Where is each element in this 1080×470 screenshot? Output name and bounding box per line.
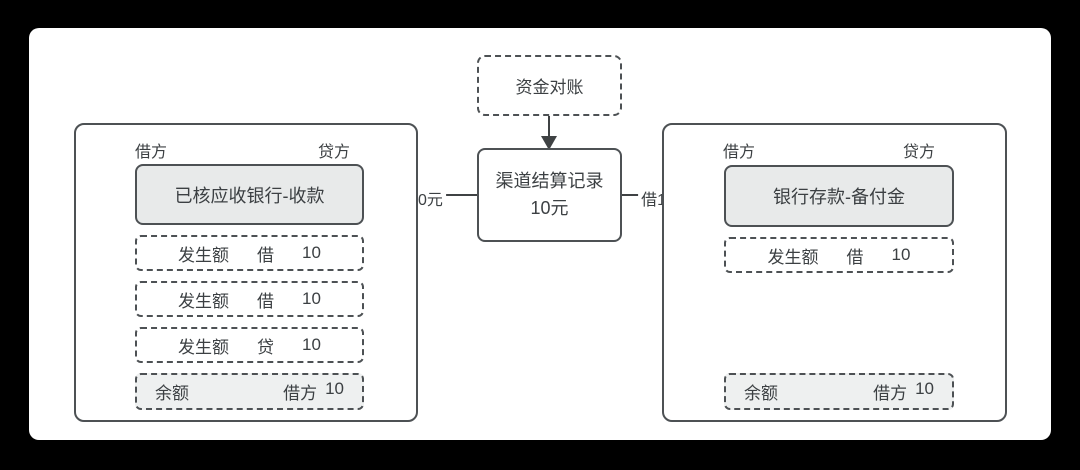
- trigger-node-fund-reconciliation: 资金对账: [477, 55, 622, 116]
- entry-side: 贷: [257, 337, 275, 357]
- center-node-amount: 10元: [530, 198, 569, 218]
- entry-side: 借: [846, 247, 864, 267]
- entry-side: 借: [257, 291, 275, 311]
- entry-side: 借: [257, 245, 275, 265]
- balance-row: 余额 借方 10: [724, 373, 954, 410]
- debit-header: 借方: [723, 144, 756, 161]
- balance-name: 余额: [744, 384, 778, 403]
- ledger-panel-bank-deposit: 借方 贷方 银行存款-备付金 发生额 借 10 余额 借方 10: [662, 123, 1007, 422]
- entry-name: 发生额: [178, 337, 230, 357]
- credit-header: 贷方: [902, 144, 935, 161]
- account-box: 已核应收银行-收款: [135, 164, 364, 225]
- balance-value: 借方 10: [283, 379, 344, 404]
- trigger-label: 资金对账: [515, 78, 584, 97]
- arrow-down-line: [548, 116, 550, 137]
- balance-side: 借方: [283, 384, 318, 403]
- entry-row: 发生额 借 10: [135, 281, 364, 317]
- entry-name: 发生额: [178, 245, 230, 265]
- center-node-title: 渠道结算记录: [495, 171, 604, 191]
- entry-row: 发生额 借 10: [135, 235, 364, 271]
- balance-value: 借方 10: [873, 379, 934, 404]
- entry-amount: 10: [302, 243, 321, 262]
- ledger-panel-receivable-bank: 借方 贷方 已核应收银行-收款 发生额 借 10 发生额 借 10 发生额 贷 …: [74, 123, 418, 422]
- credit-header: 贷方: [317, 144, 350, 161]
- debit-header: 借方: [135, 144, 168, 161]
- entry-amount: 10: [891, 245, 911, 264]
- entry-name: 发生额: [178, 291, 230, 311]
- entry-amount: 10: [302, 335, 321, 354]
- account-name: 银行存款-备付金: [773, 187, 905, 207]
- balance-amount: 10: [915, 379, 934, 398]
- balance-name: 余额: [155, 384, 189, 403]
- entry-name: 发生额: [767, 247, 819, 267]
- center-node-settlement-record: 渠道结算记录 10元: [477, 148, 622, 242]
- balance-row: 余额 借方 10: [135, 373, 364, 410]
- arrow-down-icon: [541, 136, 557, 150]
- balance-amount: 10: [325, 379, 344, 398]
- account-name: 已核应收银行-收款: [174, 185, 325, 206]
- entry-row: 发生额 借 10: [724, 237, 954, 273]
- balance-side: 借方: [873, 384, 908, 403]
- entry-amount: 10: [302, 289, 321, 308]
- account-box: 银行存款-备付金: [724, 165, 954, 227]
- entry-row: 发生额 贷 10: [135, 327, 364, 363]
